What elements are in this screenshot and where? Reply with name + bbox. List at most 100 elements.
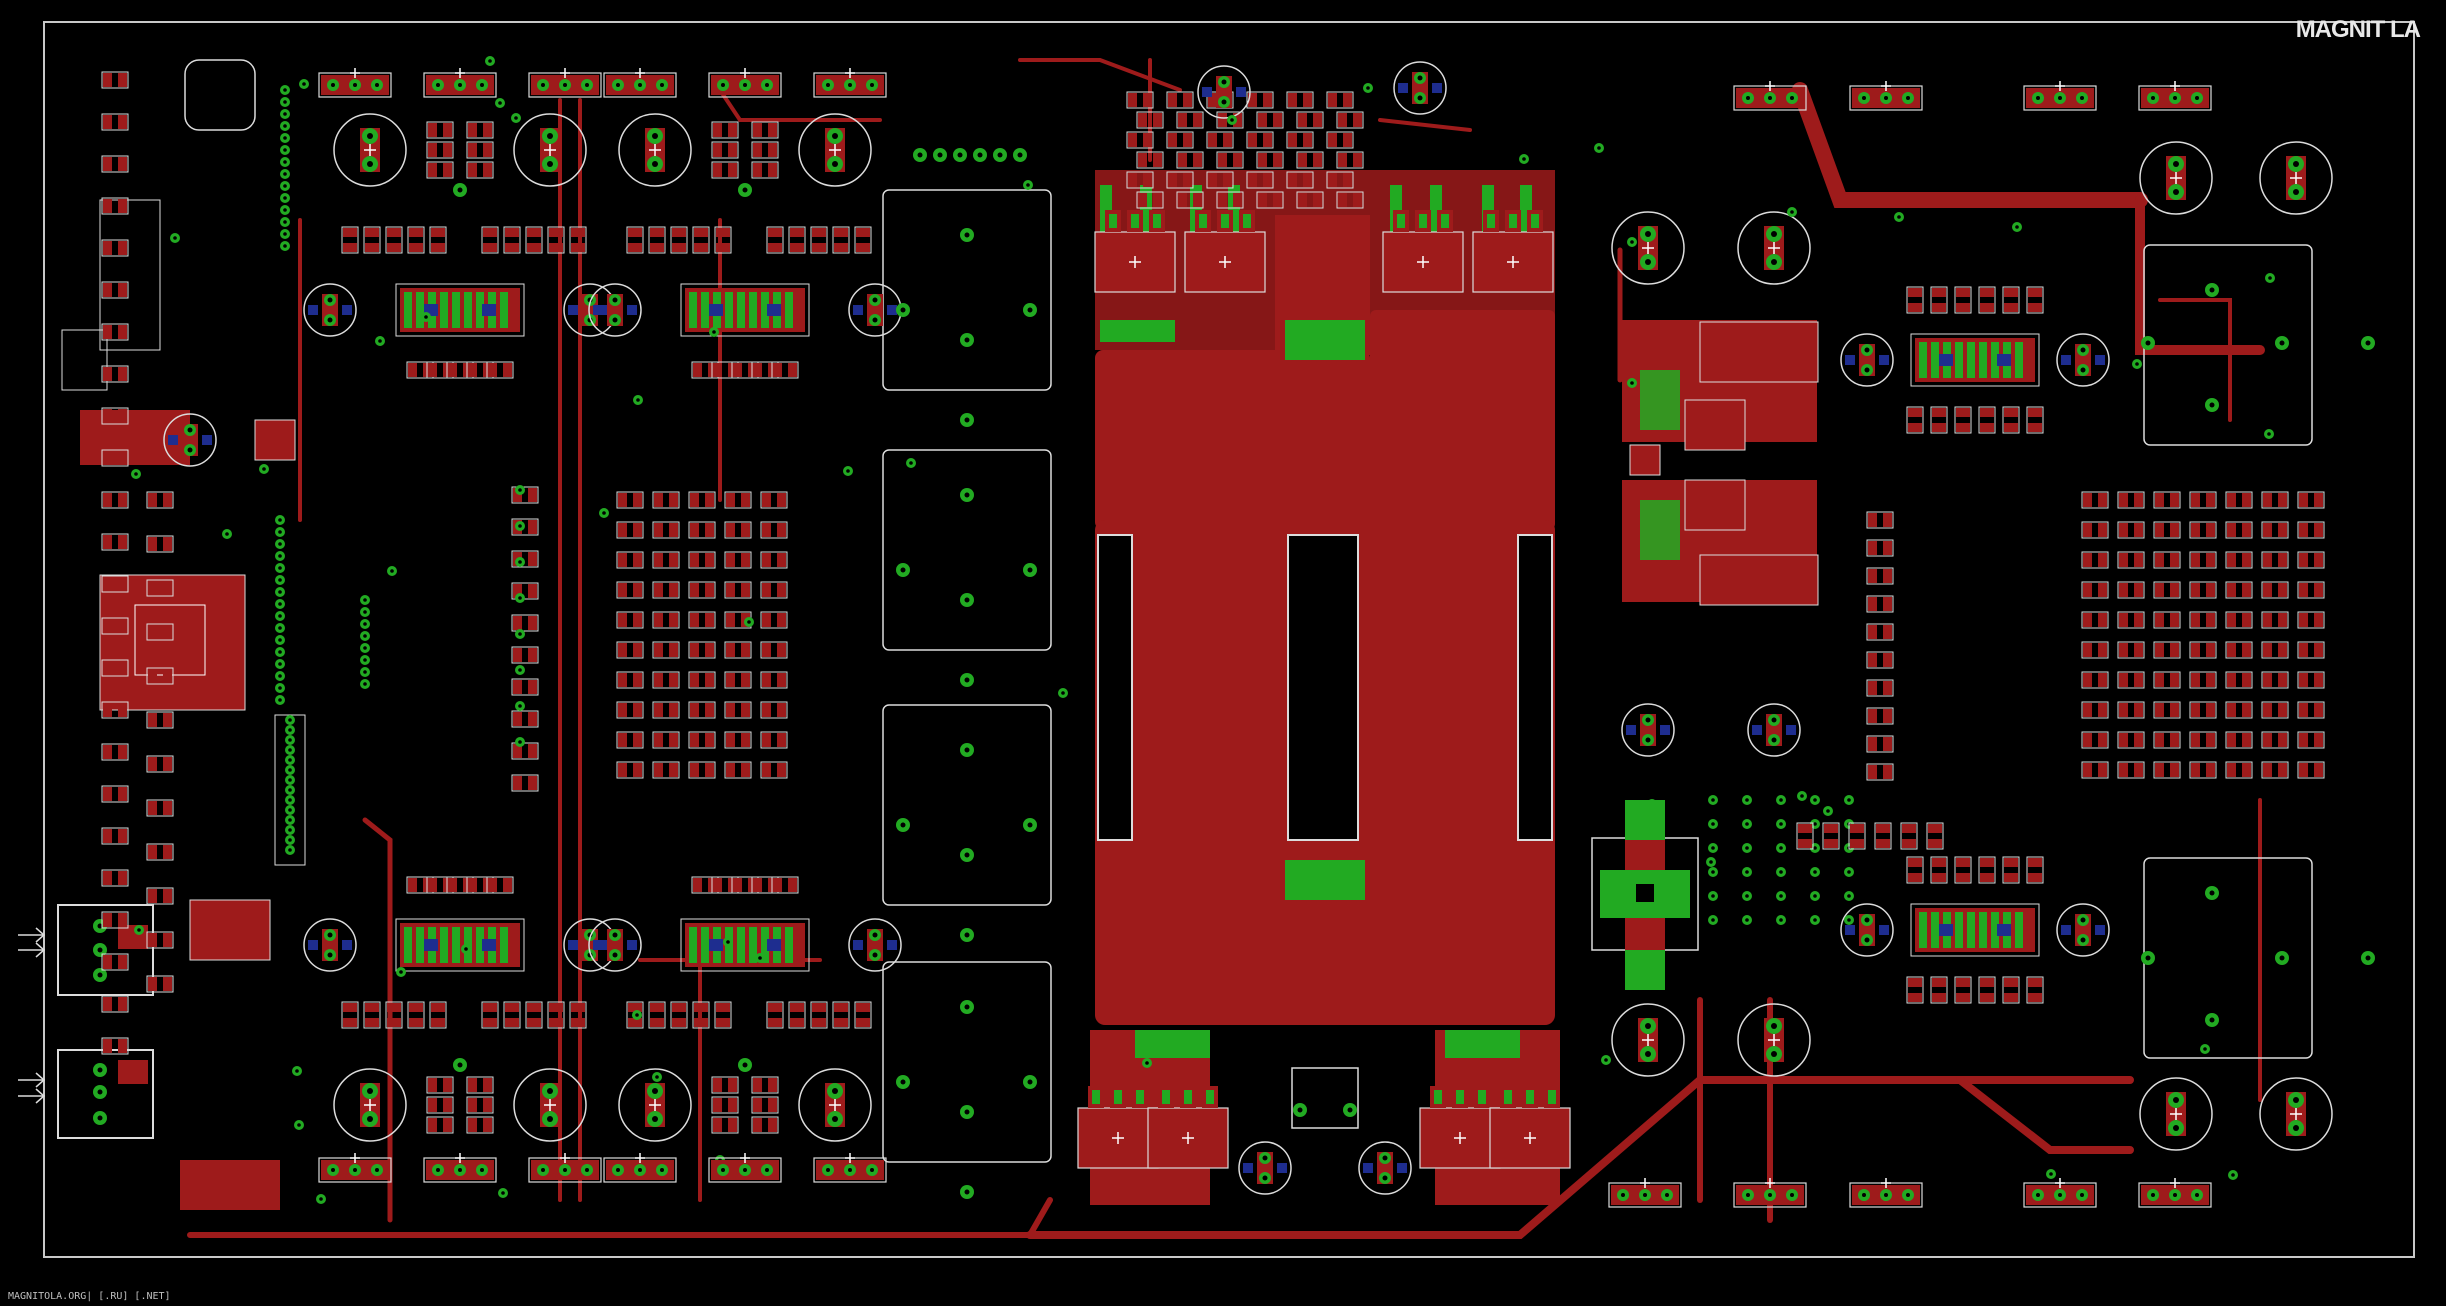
smd-resistor — [503, 1001, 521, 1029]
smd-resistor — [466, 121, 494, 139]
capacitor — [1197, 65, 1251, 119]
smd-resistor — [511, 742, 539, 760]
smd-resistor — [2189, 521, 2217, 539]
smd-resistor — [511, 614, 539, 632]
heatsink-slots — [1097, 534, 1553, 841]
via — [913, 148, 927, 162]
smd-resistor — [2261, 491, 2289, 509]
smd-resistor — [1906, 286, 1924, 314]
via — [461, 944, 471, 954]
smd-resistor — [670, 1001, 688, 1029]
via — [285, 845, 295, 855]
smd-resistor — [1900, 822, 1918, 850]
smd-resistor — [711, 161, 739, 179]
smd-resistor — [2225, 731, 2253, 749]
via — [960, 228, 974, 242]
board-outline — [43, 21, 2415, 1258]
smd-resistor — [1256, 111, 1284, 129]
smd-resistor — [832, 226, 850, 254]
via — [1708, 795, 1718, 805]
via — [1023, 1075, 1037, 1089]
amp-capacitor — [1840, 903, 1894, 957]
input-terminals[interactable] — [18, 904, 154, 1139]
via — [285, 745, 295, 755]
via — [896, 303, 910, 317]
smd-resistor — [760, 701, 788, 719]
smd-resistor — [481, 1001, 499, 1029]
smd-resistor — [724, 701, 752, 719]
smd-resistor — [760, 641, 788, 659]
via — [599, 508, 609, 518]
smd-resistor — [2189, 551, 2217, 569]
smd-resistor — [1126, 131, 1154, 149]
via — [960, 1000, 974, 1014]
smd-resistor — [146, 975, 174, 993]
via — [960, 743, 974, 757]
via — [131, 469, 141, 479]
smd-resistor — [2153, 521, 2181, 539]
regulator-block — [1622, 320, 1819, 606]
via — [285, 835, 295, 845]
smd-resistor — [711, 121, 739, 139]
smd-resistor — [692, 226, 710, 254]
via — [1627, 237, 1637, 247]
smd-resistor — [2297, 641, 2325, 659]
via — [1844, 915, 1854, 925]
amp-header — [528, 1152, 602, 1183]
via — [1023, 818, 1037, 832]
smd-resistor — [341, 226, 359, 254]
via — [755, 953, 765, 963]
smd-resistor — [1866, 567, 1894, 585]
smd-resistor — [652, 521, 680, 539]
via — [723, 937, 733, 947]
smd-resistor — [616, 641, 644, 659]
smd-resistor — [2026, 976, 2044, 1004]
smd-resistor — [426, 1076, 454, 1094]
via — [1776, 819, 1786, 829]
via — [275, 671, 285, 681]
via — [973, 148, 987, 162]
via — [2228, 1170, 2238, 1180]
smd-resistor — [1176, 151, 1204, 169]
smd-resistor — [2117, 521, 2145, 539]
smd-resistor — [1866, 539, 1894, 557]
smd-resistor — [1978, 976, 1996, 1004]
via — [1810, 867, 1820, 877]
via — [421, 312, 431, 322]
via — [1742, 867, 1752, 877]
via — [906, 458, 916, 468]
via — [896, 1075, 910, 1089]
smd-resistor — [2297, 611, 2325, 629]
smd-resistor — [101, 323, 129, 341]
via — [1363, 83, 1373, 93]
smd-resistor — [426, 1116, 454, 1134]
via — [292, 1066, 302, 1076]
via — [960, 673, 974, 687]
smd-resistor — [751, 1076, 779, 1094]
smd-resistor — [511, 710, 539, 728]
amp-header — [708, 67, 782, 98]
smd-resistor — [2002, 286, 2020, 314]
smd-resistor — [2153, 581, 2181, 599]
right-header — [2023, 80, 2097, 111]
smd-resistor — [146, 843, 174, 861]
via — [2046, 1169, 2056, 1179]
via — [275, 551, 285, 561]
smd-resistor — [429, 1001, 447, 1029]
smd-resistor — [2189, 761, 2217, 779]
smd-resistor — [688, 521, 716, 539]
amp-capacitor — [848, 918, 902, 972]
smd-resistor — [1954, 286, 1972, 314]
smd-resistor — [810, 226, 828, 254]
via — [1519, 154, 1529, 164]
via — [1708, 915, 1718, 925]
smd-resistor — [2297, 671, 2325, 689]
smd-resistor — [854, 226, 872, 254]
smd-resistor — [466, 1096, 494, 1114]
smd-resistor — [407, 226, 425, 254]
smd-resistor — [2297, 761, 2325, 779]
smd-resistor — [511, 646, 539, 664]
smd-resistor — [101, 785, 129, 803]
smd-resistor — [511, 678, 539, 696]
